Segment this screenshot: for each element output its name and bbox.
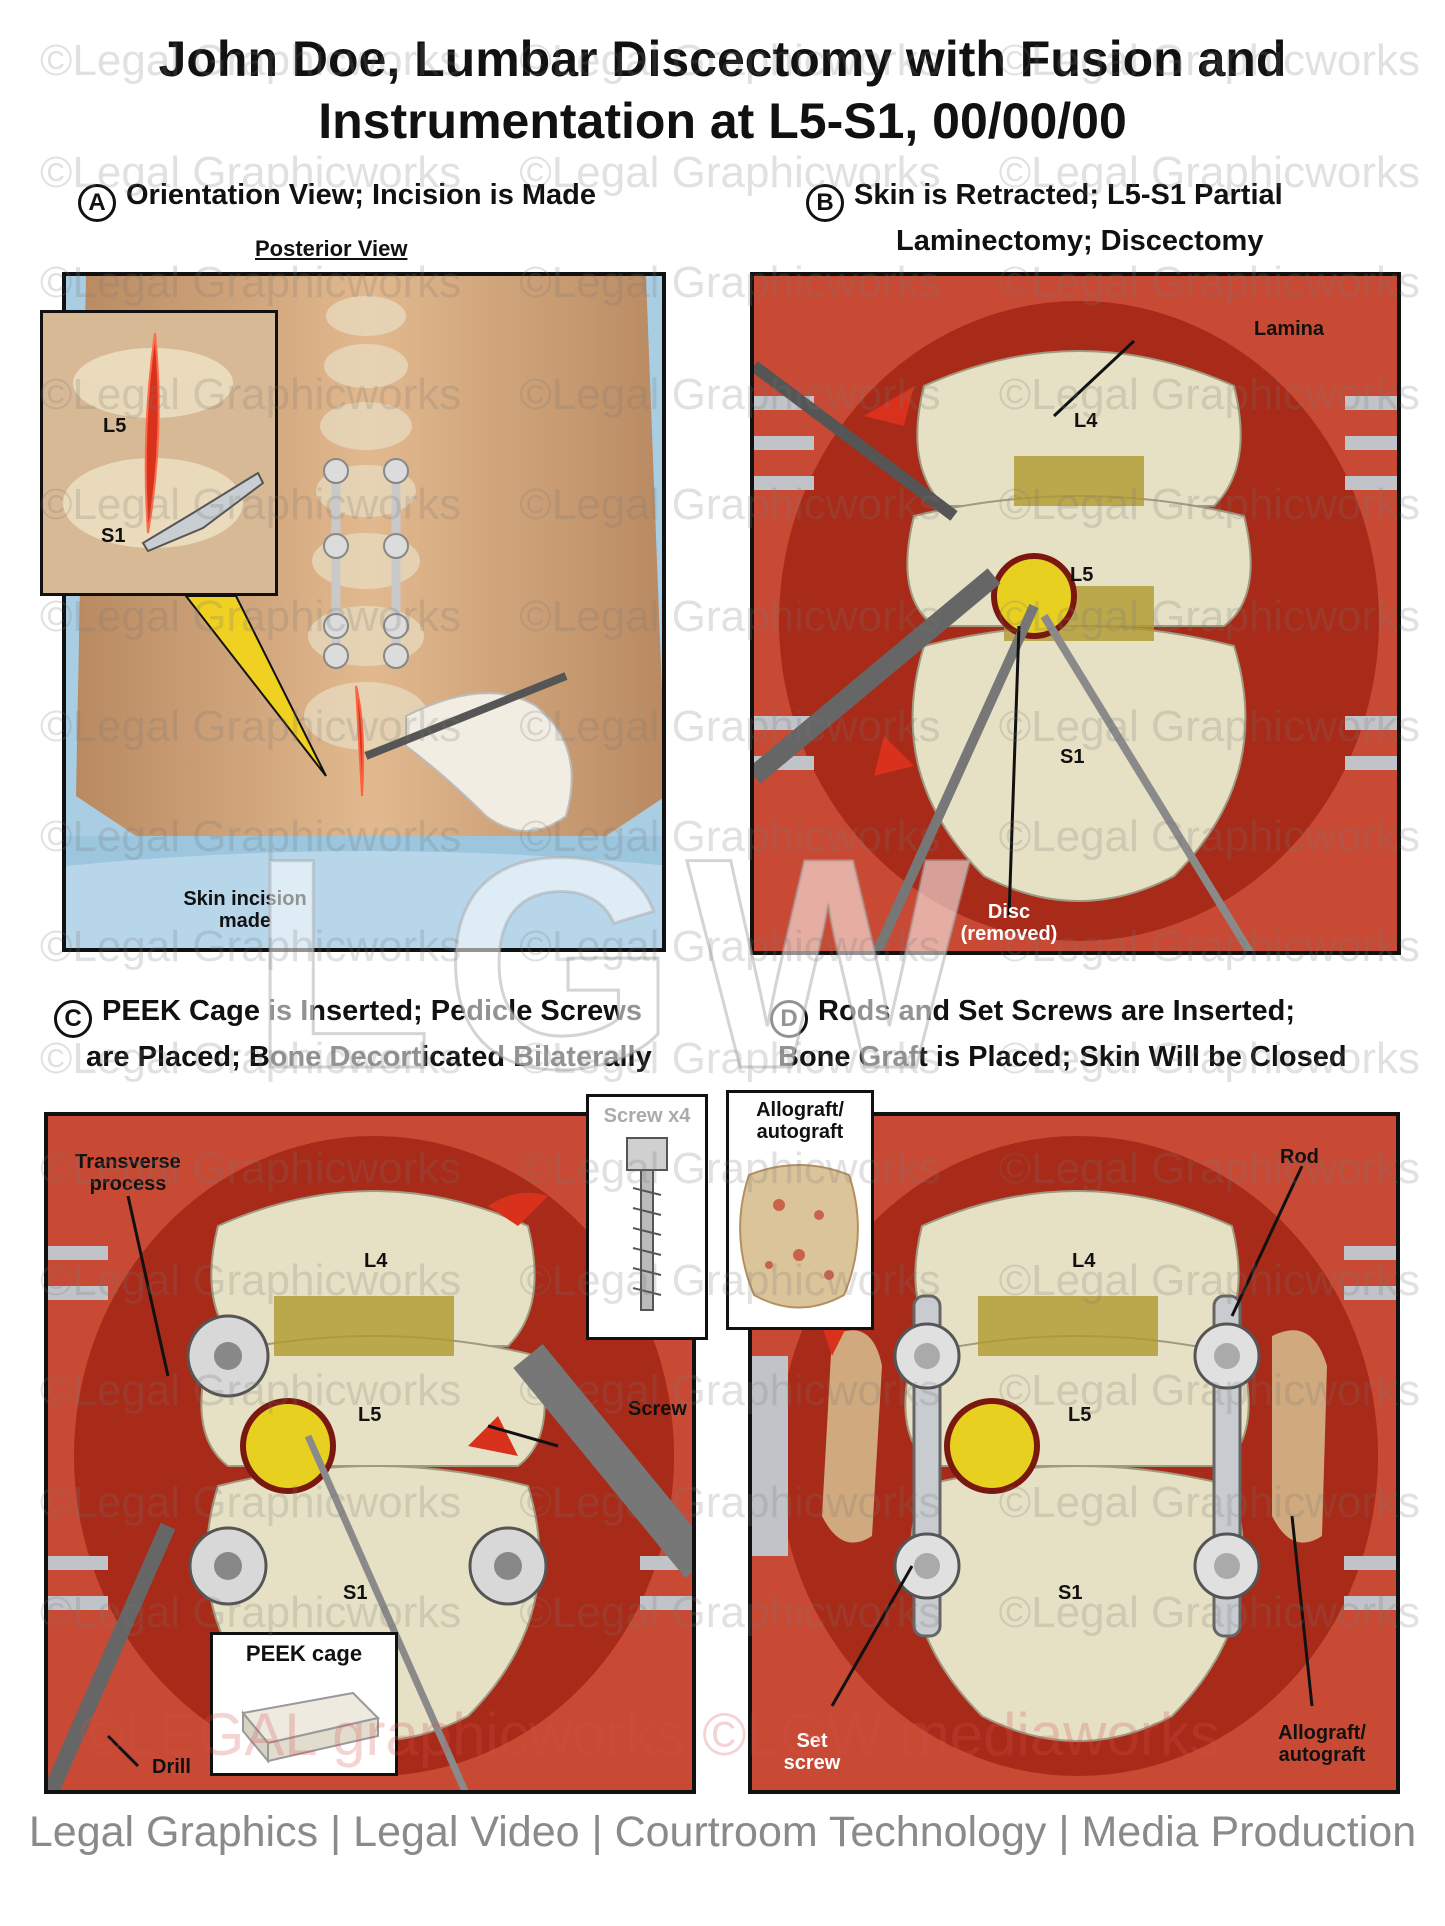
screw-inset: Screw x4 — [586, 1094, 708, 1340]
panel-d-heading-line-2: Bone Graft is Placed; Skin Will be Close… — [778, 1041, 1347, 1073]
panel-a-badge: A — [78, 184, 116, 222]
label-disc-removed: Disc (removed) — [960, 901, 1058, 945]
red-arrow-insert — [468, 1416, 518, 1456]
title-line-2: Instrumentation at L5-S1, 00/00/00 — [318, 93, 1127, 149]
page-title: John Doe, Lumbar Discectomy with Fusion … — [0, 28, 1445, 152]
label-drill: Drill — [152, 1756, 191, 1778]
set-screws — [893, 1322, 1261, 1600]
label-d-l4: L4 — [1072, 1250, 1096, 1272]
screw-icon — [626, 1137, 668, 1311]
panel-b-image: Lamina L4 L5 S1 Disc (removed) — [750, 272, 1401, 955]
label-b-l5: L5 — [1070, 564, 1094, 586]
callout-pointer — [183, 595, 327, 777]
dura-l4 — [1014, 456, 1144, 506]
posterior-view-label: Posterior View — [255, 236, 408, 261]
panel-b-heading-line-1: Skin is Retracted; L5-S1 Partial — [854, 179, 1283, 211]
panel-d-heading-line-1: Rods and Set Screws are Inserted; — [818, 995, 1296, 1027]
label-c-l4: L4 — [364, 1250, 388, 1272]
label-b-s1: S1 — [1060, 746, 1085, 768]
skin-incision — [355, 685, 365, 797]
incision-zoom-inset: L5 S1 — [40, 310, 278, 596]
screw-inset-title: Screw x4 — [603, 1105, 691, 1127]
panel-c-badge: C — [54, 1000, 92, 1038]
peek-cage-title: PEEK cage — [245, 1641, 363, 1666]
graft-inset: Allograft/ autograft — [726, 1090, 874, 1330]
drill — [48, 1522, 176, 1790]
incision-zoom-illustration — [43, 313, 275, 593]
label-allograft: Allograft/ autograft — [1278, 1722, 1366, 1766]
label-set-screw: Set screw — [783, 1730, 841, 1774]
label-lamina: Lamina — [1254, 318, 1325, 340]
screwdriver — [513, 1343, 692, 1579]
panel-c-heading: C PEEK Cage is Inserted; Pedicle Screws a… — [54, 992, 694, 1076]
label-a-l5: L5 — [103, 415, 127, 437]
instrument-3 — [872, 603, 1039, 951]
title-line-1: John Doe, Lumbar Discectomy with Fusion … — [158, 31, 1287, 87]
label-c-l5: L5 — [358, 1404, 382, 1426]
graft-inset-title: Allograft/ autograft — [756, 1099, 844, 1143]
panel-a-heading: A Orientation View; Incision is Made — [78, 176, 596, 222]
label-d-l5: L5 — [1068, 1404, 1092, 1426]
label-c-s1: S1 — [343, 1582, 368, 1604]
label-transverse-process: Transverse process — [75, 1151, 181, 1195]
label-skin-incision: Skin incision made — [183, 888, 307, 932]
panel-c-heading-line-2: are Placed; Bone Decorticated Bilaterall… — [86, 1041, 652, 1073]
red-arrow-2 — [874, 736, 914, 776]
peek-cage-inset: PEEK cage — [210, 1632, 398, 1776]
disc-space — [991, 553, 1077, 639]
panel-d-heading: D Rods and Set Screws are Inserted; Bone … — [770, 992, 1410, 1076]
panel-b-badge: B — [806, 184, 844, 222]
panel-a-heading-text: Orientation View; Incision is Made — [126, 179, 597, 211]
graft-icon — [739, 1164, 859, 1309]
label-rod: Rod — [1280, 1146, 1319, 1168]
panel-d-badge: D — [770, 1000, 808, 1038]
footer-services: Legal Graphics | Legal Video | Courtroom… — [28, 1808, 1417, 1856]
panel-b-heading-line-2: Laminectomy; Discectomy — [896, 225, 1264, 257]
bone-graft-strips — [822, 1330, 1327, 1543]
label-b-l4: L4 — [1074, 410, 1098, 432]
red-arrow-1 — [864, 386, 914, 426]
label-a-s1: S1 — [101, 525, 126, 547]
laminectomy-illustration — [754, 276, 1397, 951]
instrument-4 — [1040, 613, 1254, 951]
instrument-2 — [754, 568, 1001, 784]
instrument-1 — [754, 361, 958, 521]
label-d-s1: S1 — [1058, 1582, 1083, 1604]
peek-cage-icon — [241, 1691, 380, 1764]
red-arrow-screw — [488, 1192, 548, 1226]
scalpel-hand — [364, 672, 573, 832]
label-screw: Screw — [628, 1398, 687, 1420]
panel-b-heading: B Skin is Retracted; L5-S1 Partial Lamine… — [806, 176, 1366, 260]
panel-c-heading-line-1: PEEK Cage is Inserted; Pedicle Screws — [102, 995, 642, 1027]
existing-screws — [323, 458, 409, 669]
